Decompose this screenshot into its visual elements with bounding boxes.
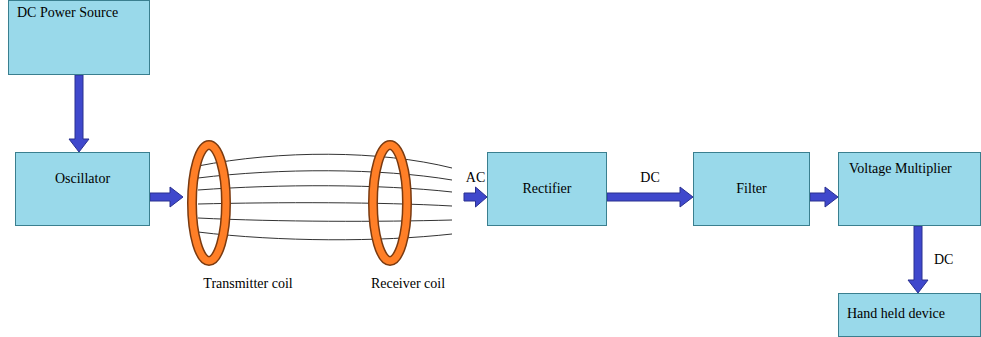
node-text: Oscillator [24,171,141,187]
node-text: Rectifier [496,181,598,197]
signal-label: DC [638,170,661,185]
block-arrow [69,75,89,152]
node-text: Voltage Multiplier [849,161,972,177]
node-text: Hand held device [847,306,974,322]
oscillator-box: Oscillator [15,152,150,226]
filter-box: Filter [693,152,810,226]
block-arrow [607,187,693,207]
rectifier-box: Rectifier [487,152,607,226]
power-source-box: DC Power Source [8,0,150,75]
block-arrow [464,187,487,207]
coil-symbol [183,140,307,266]
node-text: Filter [702,181,801,197]
block-arrow [810,187,838,207]
receiver-coil: Receiver coil [352,140,464,300]
block-arrow [150,187,183,207]
multiplier-box: Voltage Multiplier [838,152,981,226]
signal-label: DC [932,252,955,267]
node-text: Receiver coil [352,276,464,292]
transmitter-coil: Transmitter coil [183,140,313,300]
node-text: DC Power Source [17,5,141,21]
signal-label: AC [464,170,487,185]
coil-symbol [352,140,458,266]
node-text: Transmitter coil [183,276,313,292]
block-arrow [908,226,928,293]
device-box: Hand held device [838,293,981,337]
